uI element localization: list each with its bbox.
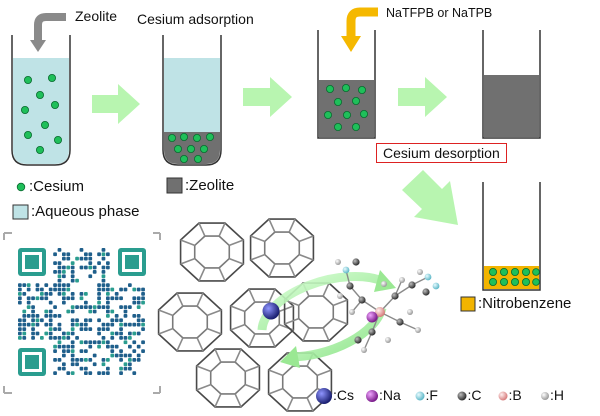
atom-legend-f-icon [415,391,425,401]
process-arrow-3-icon [398,77,447,117]
zeolite-feed-arrow-icon [30,13,66,52]
label-reagent: NaTFPB or NaTPB [386,6,493,20]
atom-legend-c-icon [457,391,467,401]
reagent-feed-arrow-icon [341,7,378,52]
atom-legend-b-icon [498,391,508,401]
process-arrow-4-icon [402,170,458,225]
beaker-zeolite-cesium [317,30,376,139]
label-cesium-desorption: Cesium desorption [376,143,507,163]
label-zeolite-input: Zeolite [75,8,118,24]
borate-molecule-icon [335,258,440,353]
adsorbed-cesium-particles [167,132,214,163]
legend-nitrobenzene-swatch [460,296,476,312]
legend-aqueous-swatch [12,204,29,220]
extracted-cesium-particles [488,267,540,286]
atom-legend [316,388,549,404]
tube-aqueous-cesium [11,35,71,166]
process-arrow-2-icon [243,77,292,117]
qr-code-icon [3,232,161,394]
zeolite-cesium-particles [323,84,368,132]
legend-cesium-swatch [16,182,26,192]
atom-legend-cs-icon [316,388,332,404]
tube-cesium-adsorption [162,35,222,166]
cesium-particles [20,74,63,154]
atom-legend-c-label: :C [467,387,482,403]
label-cesium-adsorption: Cesium adsorption [137,11,254,27]
legend-cesium-label: :Cesium [29,178,85,195]
atom-legend-f-label: :F [425,387,438,403]
cs-ion-icon [262,302,280,320]
legend-aqueous-label: :Aqueous phase [31,203,140,220]
atom-legend-na-icon [366,390,378,402]
beaker-zeolite-desorbed [482,30,541,139]
legend-zeolite-label: :Zeolite [185,177,235,194]
atom-legend-h-label: :H [550,387,564,403]
atom-legend-b-label: :B [508,387,522,403]
atom-legend-na-label: :Na [379,387,401,403]
legend-nitrobenzene-label: :Nitrobenzene [478,295,572,312]
legend-zeolite-swatch [166,177,183,194]
atom-legend-h-icon [541,392,549,400]
beaker-nitrobenzene-cesium [482,182,541,291]
process-arrow-1-icon [92,84,140,124]
zeolite-framework-illustration [157,218,349,412]
atom-legend-cs-label: :Cs [333,387,354,403]
